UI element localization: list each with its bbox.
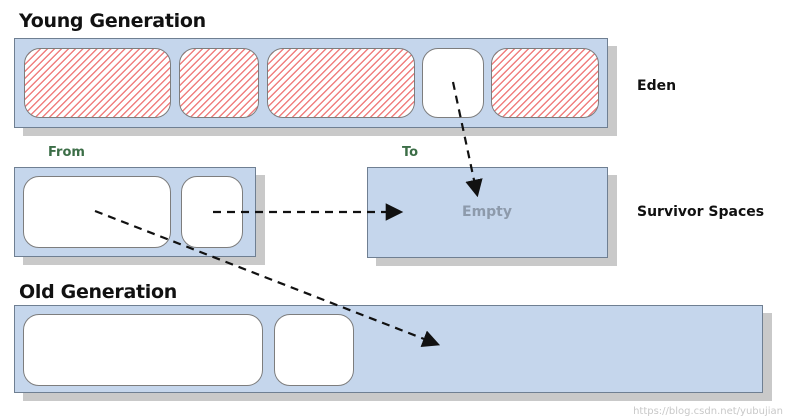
from-label: From xyxy=(48,145,85,160)
watermark: https://blog.csdn.net/yubujian xyxy=(633,406,783,417)
eden-to-survivor-arrow xyxy=(451,81,483,198)
old-object-cell xyxy=(274,314,354,386)
eden-label: Eden xyxy=(637,78,677,94)
survivor-spaces-label: Survivor Spaces xyxy=(637,204,765,220)
old-object-cell xyxy=(23,314,263,386)
eden-used-cell xyxy=(24,48,171,118)
to-survivor-space: Empty xyxy=(367,167,608,258)
young-generation-title: Young Generation xyxy=(19,10,206,32)
from-to-old-arrow xyxy=(94,209,441,348)
from-survivor-space xyxy=(14,167,256,257)
eden-used-cell xyxy=(491,48,599,118)
eden-used-cell xyxy=(179,48,259,118)
to-empty-label: Empty xyxy=(462,204,512,220)
old-generation-title: Old Generation xyxy=(19,281,177,303)
to-label: To xyxy=(402,145,419,160)
eden-used-cell xyxy=(267,48,415,118)
old-generation-space xyxy=(14,305,763,393)
